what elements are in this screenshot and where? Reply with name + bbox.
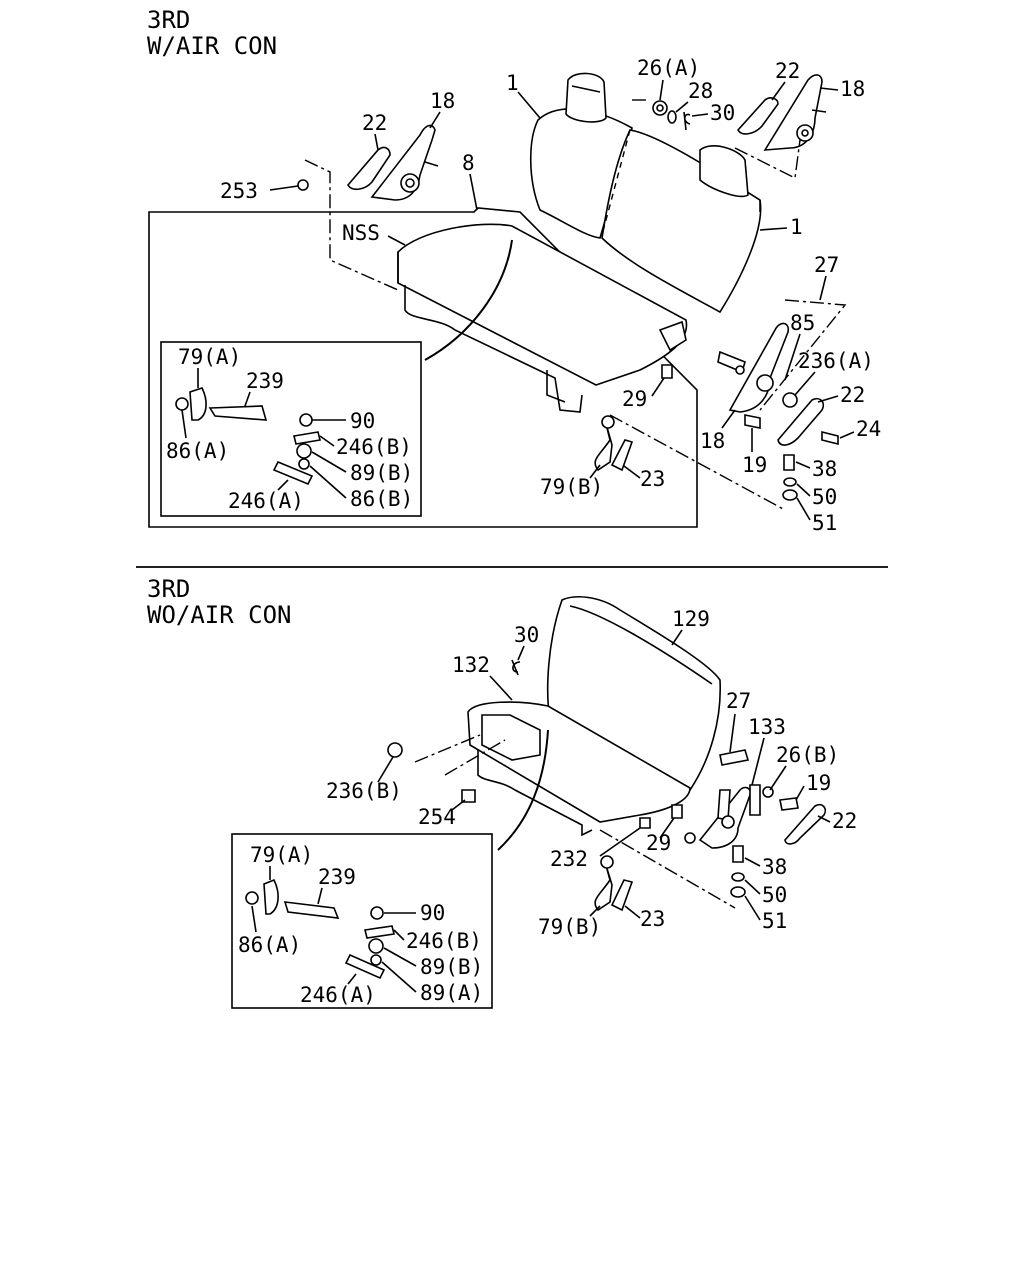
inset-label-239-lower: 239: [318, 865, 356, 889]
label-133: 133: [748, 715, 786, 739]
label-18-upper-c: 18: [700, 429, 725, 453]
label-19-upper: 19: [742, 453, 767, 477]
lower-strap-and-cover: [594, 855, 634, 912]
label-29-upper: 29: [622, 387, 647, 411]
label-38-upper: 38: [812, 457, 837, 481]
right-hinge-bracket: [737, 74, 827, 151]
inset-label-89B-lower: 89(B): [420, 955, 483, 979]
left-hinge-bracket: [347, 124, 439, 201]
small-fasteners-upper: [297, 100, 691, 379]
label-79B-lower: 79(B): [538, 915, 601, 939]
inset-label-246B-upper: 246(B): [336, 435, 412, 459]
left-seatback: [529, 72, 633, 239]
inset-label-246B-lower: 246(B): [406, 929, 482, 953]
label-23-lower: 23: [640, 907, 665, 931]
lower-section: 3RD WO/AIR CON: [147, 575, 857, 1009]
label-24-upper: 24: [856, 417, 881, 441]
label-50-lower: 50: [762, 883, 787, 907]
upper-heading-line1: 3RD: [147, 6, 190, 34]
inset-label-79A-upper: 79(A): [178, 345, 241, 369]
inset-label-86A-upper: 86(A): [166, 439, 229, 463]
label-28: 28: [688, 79, 713, 103]
label-30-lower: 30: [514, 623, 539, 647]
inset-label-89B-upper: 89(B): [350, 461, 413, 485]
label-8: 8: [462, 151, 475, 175]
label-22-upper-a: 22: [362, 111, 387, 135]
label-22-upper-c: 22: [840, 383, 865, 407]
label-51-upper: 51: [812, 511, 837, 535]
label-51-lower: 51: [762, 909, 787, 933]
label-1-upper-a: 1: [506, 71, 519, 95]
inset-label-79A-lower: 79(A): [250, 843, 313, 867]
label-50-upper: 50: [812, 485, 837, 509]
strap-and-cover-upper: [594, 415, 634, 472]
inset-label-90-upper: 90: [350, 409, 375, 433]
label-29-lower: 29: [646, 831, 671, 855]
label-129: 129: [672, 607, 710, 631]
label-22-lower: 22: [832, 809, 857, 833]
lower-seat-cushion: [467, 701, 691, 851]
label-38-lower: 38: [762, 855, 787, 879]
label-236A: 236(A): [798, 349, 874, 373]
lower-heading-line1: 3RD: [147, 575, 190, 603]
label-26A: 26(A): [637, 56, 700, 80]
label-30-upper: 30: [710, 101, 735, 125]
label-27-lower: 27: [726, 689, 751, 713]
inset-label-86B: 86(B): [350, 487, 413, 511]
inset-label-246A-upper: 246(A): [228, 489, 304, 513]
label-132: 132: [452, 653, 490, 677]
label-26B: 26(B): [776, 743, 839, 767]
label-NSS: NSS: [342, 221, 380, 245]
label-22-upper-b: 22: [775, 59, 800, 83]
label-18-upper-b: 18: [840, 77, 865, 101]
label-236B: 236(B): [326, 779, 402, 803]
upper-section: 3RD W/AIR CON: [147, 6, 881, 535]
upper-inset: 79(A) 239 86(A) 90 246(B) 89(B) 246(A) 8…: [160, 341, 422, 517]
label-79B-upper: 79(B): [540, 475, 603, 499]
label-19-lower: 19: [806, 771, 831, 795]
right-hardware-upper: [717, 322, 839, 501]
label-253: 253: [220, 179, 258, 203]
lower-inset: 79(A) 239 86(A) 90 246(B) 89(B) 246(A) 8…: [231, 833, 493, 1009]
inset-label-89A: 89(A): [420, 981, 483, 1005]
label-27-upper: 27: [814, 253, 839, 277]
label-18-upper-a: 18: [430, 89, 455, 113]
lower-right-hardware: [684, 749, 827, 898]
inset-label-239-upper: 239: [246, 369, 284, 393]
label-254: 254: [418, 805, 456, 829]
right-seatback: [601, 129, 762, 314]
seat-cushion: [397, 223, 688, 413]
lower-small-fasteners: [387, 659, 683, 829]
inset-label-86A-lower: 86(A): [238, 933, 301, 957]
lower-heading-line2: WO/AIR CON: [147, 601, 292, 629]
inset-label-90-lower: 90: [420, 901, 445, 925]
label-232: 232: [550, 847, 588, 871]
label-85: 85: [790, 311, 815, 335]
inset-label-246A-lower: 246(A): [300, 983, 376, 1007]
label-23-upper: 23: [640, 467, 665, 491]
label-1-upper-b: 1: [790, 215, 803, 239]
upper-heading-line2: W/AIR CON: [147, 32, 277, 60]
